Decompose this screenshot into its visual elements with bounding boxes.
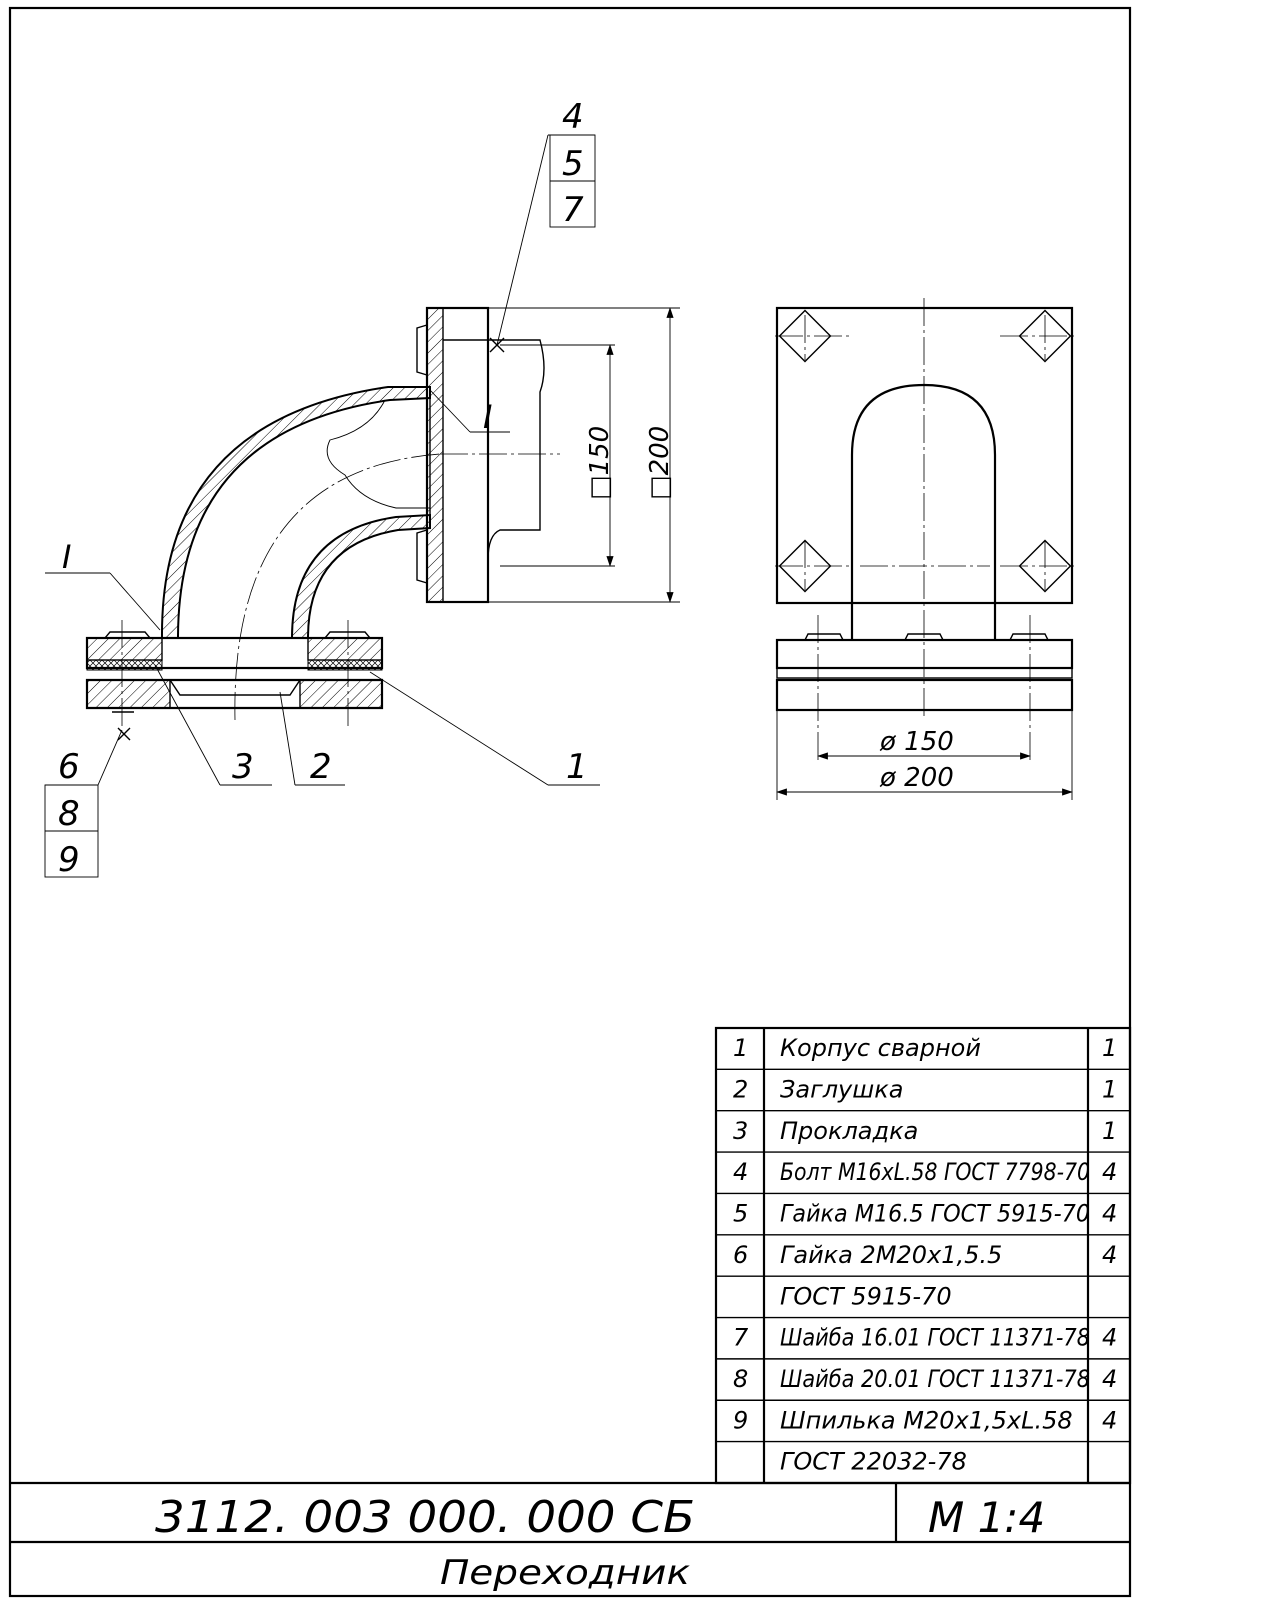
callout-stack-top: 4 5 7: [489, 97, 596, 353]
parts-row-position: 6: [733, 1241, 748, 1269]
parts-row-position: 9: [733, 1406, 748, 1434]
title-block: 3112. 003 000. 000 СБ М 1:4 Переходник: [10, 1481, 1130, 1593]
diameter-dimensions: ø 150 ø 200: [776, 727, 1073, 796]
parts-row-name: ГОСТ 5915-70: [780, 1282, 952, 1310]
parts-row-position: 7: [733, 1324, 749, 1352]
callout-7: 7: [562, 190, 584, 230]
parts-row-quantity: 4: [1102, 1365, 1117, 1393]
parts-row-position: 3: [733, 1117, 748, 1145]
parts-row-name: Шпилька М20x1,5xL.58: [780, 1406, 1073, 1434]
dim-square-200: □200: [645, 426, 675, 500]
parts-row-quantity: 4: [1102, 1200, 1117, 1228]
leader-callouts: 3 2 1: [154, 664, 600, 787]
callout-2: 2: [310, 747, 332, 787]
parts-row-name: Прокладка: [780, 1117, 918, 1145]
callout-5: 5: [562, 144, 584, 184]
parts-row-name: Корпус сварной: [780, 1034, 981, 1062]
callout-3: 3: [232, 747, 254, 787]
parts-row-name: ГОСТ 22032-78: [780, 1448, 967, 1476]
parts-row-quantity: 1: [1102, 1117, 1117, 1145]
dim-square-150: □150: [585, 426, 615, 500]
callout-6: 6: [58, 747, 80, 787]
section-mark-left: I: [45, 538, 161, 631]
callout-4: 4: [562, 97, 584, 137]
callout-8: 8: [58, 794, 80, 834]
parts-row-position: 4: [733, 1158, 748, 1186]
square-dimensions: □150 □200: [488, 307, 680, 603]
parts-row-name: Болт М16xL.58 ГОСТ 7798-70: [780, 1158, 1090, 1186]
parts-row-name: Гайка 2М20x1,5.5: [780, 1241, 1002, 1269]
bolt-symbols: [775, 309, 1075, 593]
parts-row-quantity: 1: [1102, 1075, 1117, 1103]
dim-dia-200: ø 200: [879, 763, 954, 793]
callout-stack-bottom: 6 8 9: [44, 711, 134, 880]
parts-row-name: Шайба 20.01 ГОСТ 11371-78: [780, 1365, 1090, 1393]
callout-9: 9: [58, 840, 80, 880]
drawing-title: Переходник: [440, 1553, 691, 1593]
drawing-scale: М 1:4: [928, 1493, 1045, 1542]
parts-row-position: 5: [733, 1200, 748, 1228]
dim-dia-150: ø 150: [879, 727, 954, 757]
parts-row-quantity: 1: [1102, 1034, 1117, 1062]
parts-row-position: 8: [733, 1365, 748, 1393]
callout-1: 1: [566, 747, 588, 787]
parts-row-name: Гайка М16.5 ГОСТ 5915-70: [780, 1200, 1090, 1228]
parts-row-quantity: 4: [1102, 1406, 1117, 1434]
parts-list: 1 Корпус сварной 1 2 Заглушка 1 3 Прокладка 1 4 Бо…: [714, 1026, 1132, 1485]
section-label-right: I: [483, 398, 492, 436]
parts-row-quantity: 4: [1102, 1158, 1117, 1186]
drawing-designation: 3112. 003 000. 000 СБ: [155, 1492, 695, 1543]
section-label-left: I: [62, 538, 71, 576]
parts-row-name: Заглушка: [780, 1075, 903, 1103]
section-mark-right: I: [429, 389, 510, 436]
parts-row-position: 2: [733, 1075, 748, 1103]
front-section-view: [85, 306, 560, 730]
parts-row-position: 1: [733, 1034, 748, 1062]
parts-row-quantity: 4: [1102, 1324, 1117, 1352]
parts-row-quantity: 4: [1102, 1241, 1117, 1269]
parts-row-name: Шайба 16.01 ГОСТ 11371-78: [780, 1324, 1090, 1352]
side-view: [775, 298, 1075, 800]
sheet-frame: [8, 6, 1132, 1598]
